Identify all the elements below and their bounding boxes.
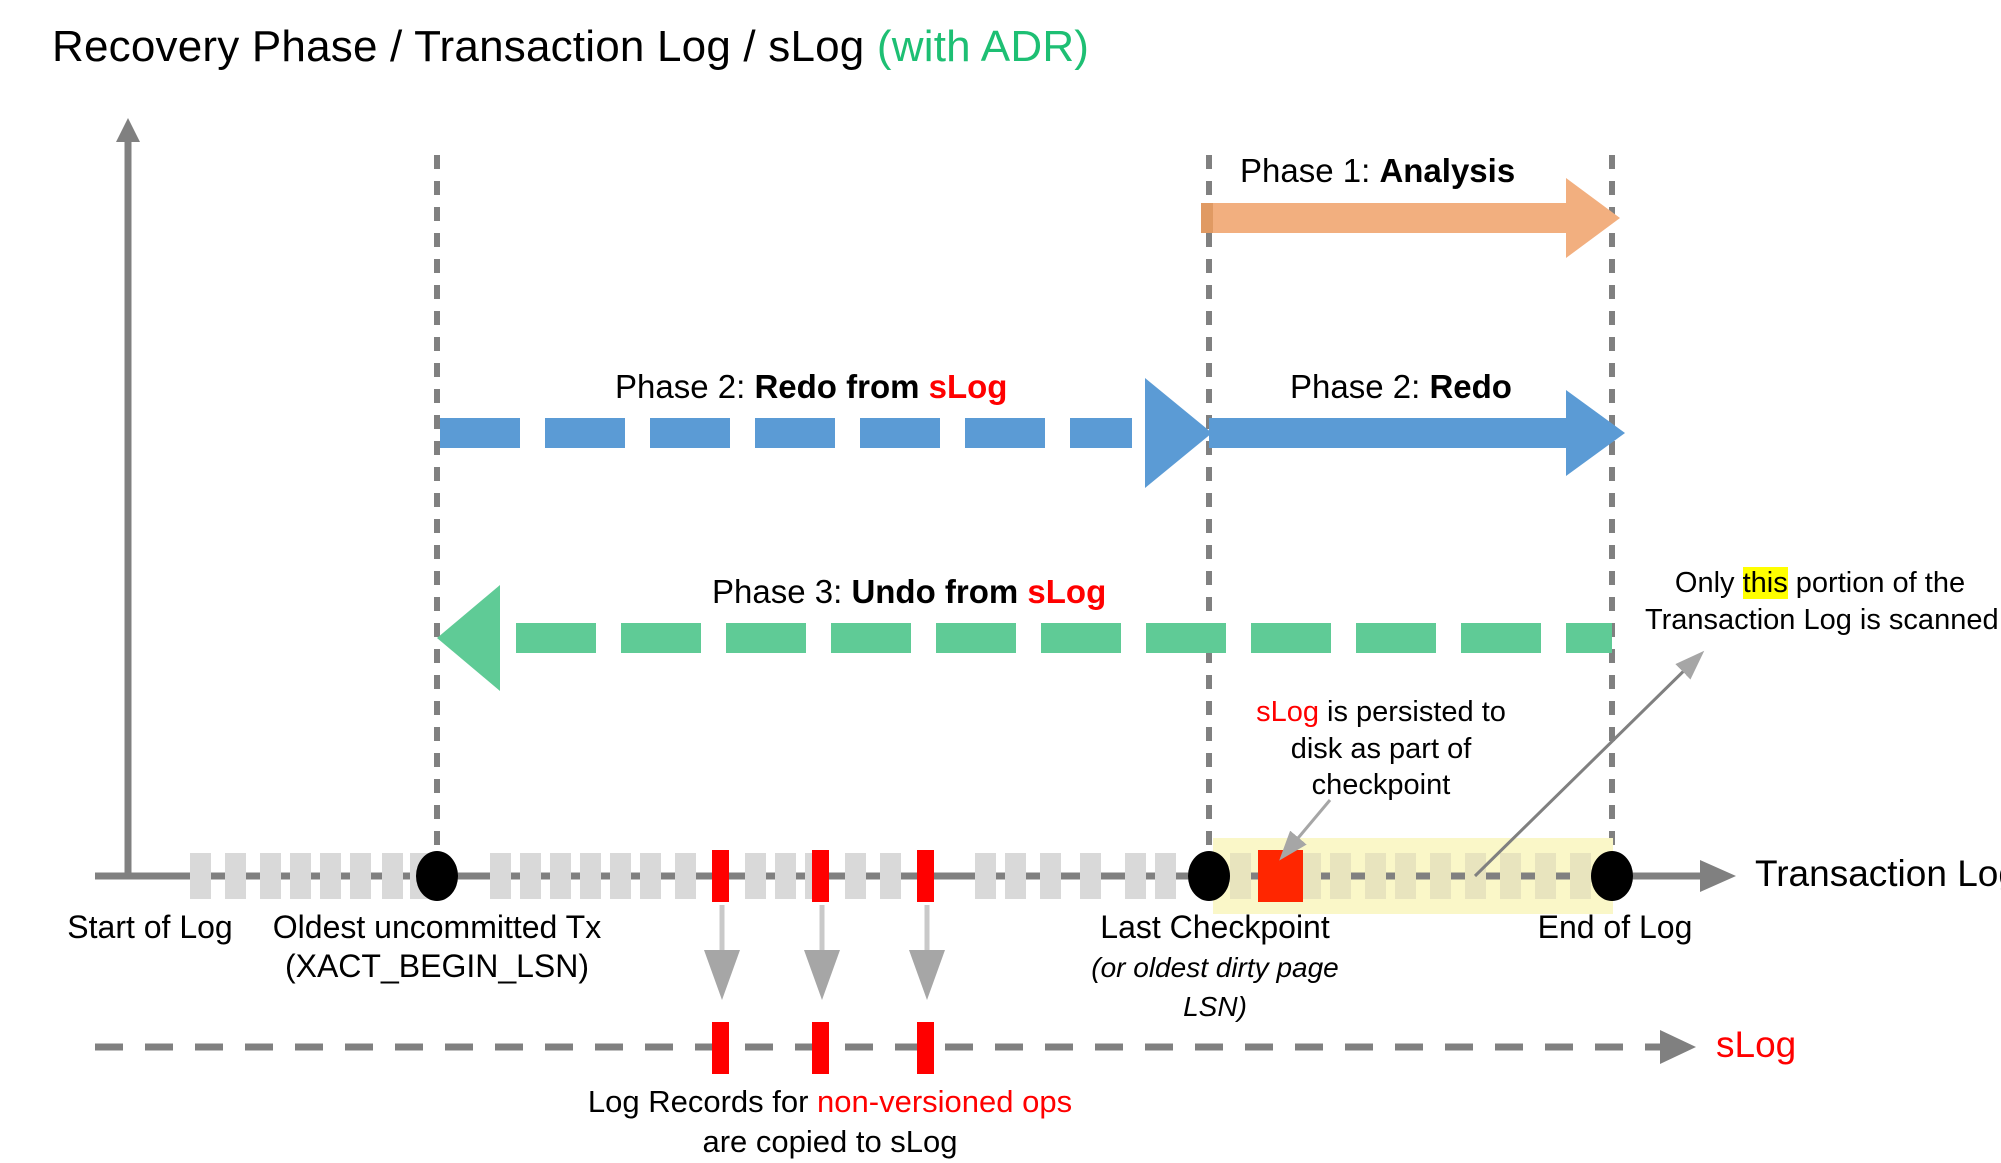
slog-record-tick bbox=[917, 1022, 934, 1074]
phase3-prefix: Phase 3: bbox=[712, 573, 852, 610]
log-record-tick bbox=[1040, 853, 1061, 899]
slog-axis bbox=[95, 1030, 1696, 1064]
log-record-tick bbox=[1570, 853, 1591, 899]
milestone-dot-checkpoint bbox=[1188, 851, 1230, 901]
log-record-tick bbox=[290, 853, 311, 899]
scan-note-pre: Only bbox=[1674, 567, 1743, 599]
log-record-tick bbox=[550, 853, 571, 899]
scan-note: Only this portion of the Transaction Log… bbox=[1645, 565, 2001, 638]
slog-axis-label: sLog bbox=[1716, 1024, 1797, 1065]
log-record-tick bbox=[1365, 853, 1386, 899]
phase2-slog-accent: sLog bbox=[928, 368, 1008, 405]
milestone-dot-end-of-log bbox=[1591, 851, 1633, 901]
scan-note-highlight: this bbox=[1742, 567, 1788, 599]
checkpoint-note-accent: sLog bbox=[1256, 696, 1319, 728]
oldest-tx-line1: Oldest uncommitted Tx bbox=[272, 909, 602, 945]
log-record-tick bbox=[490, 853, 511, 899]
log-record-tick bbox=[1500, 853, 1521, 899]
copy-caption-pre: Log Records for bbox=[587, 1084, 818, 1119]
scan-note-leader bbox=[1473, 650, 1705, 878]
phase1-bold: Analysis bbox=[1379, 152, 1516, 189]
log-record-tick bbox=[1230, 853, 1251, 899]
last-checkpoint-label: Last Checkpoint (or oldest dirty page LS… bbox=[1050, 908, 1380, 1025]
phase2-redo-from-slog-label: Phase 2: Redo from sLog bbox=[615, 368, 1007, 406]
phase1-prefix: Phase 1: bbox=[1240, 152, 1380, 189]
checkpoint-slog-block bbox=[1258, 850, 1303, 902]
slog-record-ticks bbox=[712, 1022, 934, 1074]
end-of-log-label: End of Log bbox=[1537, 909, 1693, 945]
transaction-log-axis-label: Transaction Log bbox=[1755, 853, 2001, 894]
log-record-tick bbox=[350, 853, 371, 899]
scan-note-line2: Transaction Log is scanned. bbox=[1645, 603, 2001, 636]
checkpoint-note-leader bbox=[1279, 799, 1332, 861]
checkpoint-note-line3: checkpoint bbox=[1311, 769, 1451, 802]
checkpoint-note: sLog is persisted to disk as part of che… bbox=[1236, 694, 1526, 804]
log-record-tick bbox=[640, 853, 661, 899]
phase2-redo-label: Phase 2: Redo bbox=[1290, 368, 1512, 406]
phase3-accent: sLog bbox=[1027, 573, 1107, 610]
copy-caption-accent: non-versioned ops bbox=[817, 1084, 1073, 1119]
last-checkpoint-sub1: (or oldest dirty page bbox=[1091, 952, 1339, 984]
log-record-tick bbox=[1300, 853, 1321, 899]
log-record-tick bbox=[1080, 853, 1101, 899]
log-record-tick bbox=[520, 853, 541, 899]
log-record-tick bbox=[580, 853, 601, 899]
non-versioned-log-record-tick bbox=[712, 850, 729, 902]
log-record-tick bbox=[975, 853, 996, 899]
log-record-tick bbox=[775, 853, 796, 899]
checkpoint-note-line2: disk as part of bbox=[1290, 732, 1472, 765]
phase2-bold: Redo bbox=[1429, 368, 1512, 405]
oldest-uncommitted-tx-label: Oldest uncommitted Tx (XACT_BEGIN_LSN) bbox=[262, 908, 612, 986]
log-record-tick bbox=[382, 853, 403, 899]
log-record-ticks bbox=[190, 853, 1591, 899]
copy-to-slog-caption: Log Records for non-versioned ops are co… bbox=[520, 1082, 1140, 1163]
log-record-tick bbox=[1430, 853, 1451, 899]
phase2-slog-prefix: Phase 2: bbox=[615, 368, 755, 405]
log-record-tick bbox=[880, 853, 901, 899]
non-versioned-log-record-ticks bbox=[712, 850, 934, 902]
copy-to-slog-arrows bbox=[703, 905, 945, 1000]
log-record-tick bbox=[845, 853, 866, 899]
log-record-tick bbox=[610, 853, 631, 899]
last-checkpoint-title: Last Checkpoint bbox=[1100, 909, 1330, 945]
non-versioned-log-record-tick bbox=[812, 850, 829, 902]
log-record-tick bbox=[1535, 853, 1556, 899]
phase2-redo-arrow bbox=[1209, 390, 1625, 476]
phase3-undo-from-slog-arrow bbox=[437, 585, 1612, 691]
page-title-main: Recovery Phase / Transaction Log / sLog bbox=[52, 22, 877, 71]
phase1-analysis-arrow bbox=[1201, 178, 1620, 258]
log-record-tick bbox=[1125, 853, 1146, 899]
start-of-log-label: Start of Log bbox=[67, 909, 233, 945]
log-record-tick bbox=[1155, 853, 1176, 899]
non-versioned-log-record-tick bbox=[917, 850, 934, 902]
log-record-tick bbox=[1395, 853, 1416, 899]
last-checkpoint-sub2: LSN) bbox=[1183, 991, 1247, 1023]
milestone-dot-oldest-tx bbox=[416, 851, 458, 901]
phase2-slog-bold: Redo from bbox=[754, 368, 929, 405]
phase3-bold: Undo from bbox=[851, 573, 1028, 610]
scan-note-post: portion of the bbox=[1787, 567, 1966, 599]
phase2-redo-from-slog-arrow bbox=[440, 378, 1212, 488]
page-title-adr-suffix: (with ADR) bbox=[876, 22, 1090, 71]
log-record-tick bbox=[320, 853, 341, 899]
page-title: Recovery Phase / Transaction Log / sLog … bbox=[52, 22, 1089, 72]
copy-caption-line2: are copied to sLog bbox=[702, 1124, 958, 1160]
slog-record-tick bbox=[812, 1022, 829, 1074]
phase2-prefix: Phase 2: bbox=[1290, 368, 1430, 405]
oldest-tx-line2: (XACT_BEGIN_LSN) bbox=[284, 948, 590, 985]
log-record-tick bbox=[745, 853, 766, 899]
log-record-tick bbox=[225, 853, 246, 899]
log-record-tick bbox=[1330, 853, 1351, 899]
phase1-label: Phase 1: Analysis bbox=[1240, 152, 1515, 190]
phase3-undo-label: Phase 3: Undo from sLog bbox=[712, 573, 1106, 611]
log-record-tick bbox=[260, 853, 281, 899]
vertical-axis bbox=[116, 118, 140, 878]
log-record-tick bbox=[1005, 853, 1026, 899]
slog-record-tick bbox=[712, 1022, 729, 1074]
checkpoint-note-line1: is persisted to bbox=[1318, 696, 1506, 728]
log-record-tick bbox=[190, 853, 211, 899]
log-record-tick bbox=[675, 853, 696, 899]
